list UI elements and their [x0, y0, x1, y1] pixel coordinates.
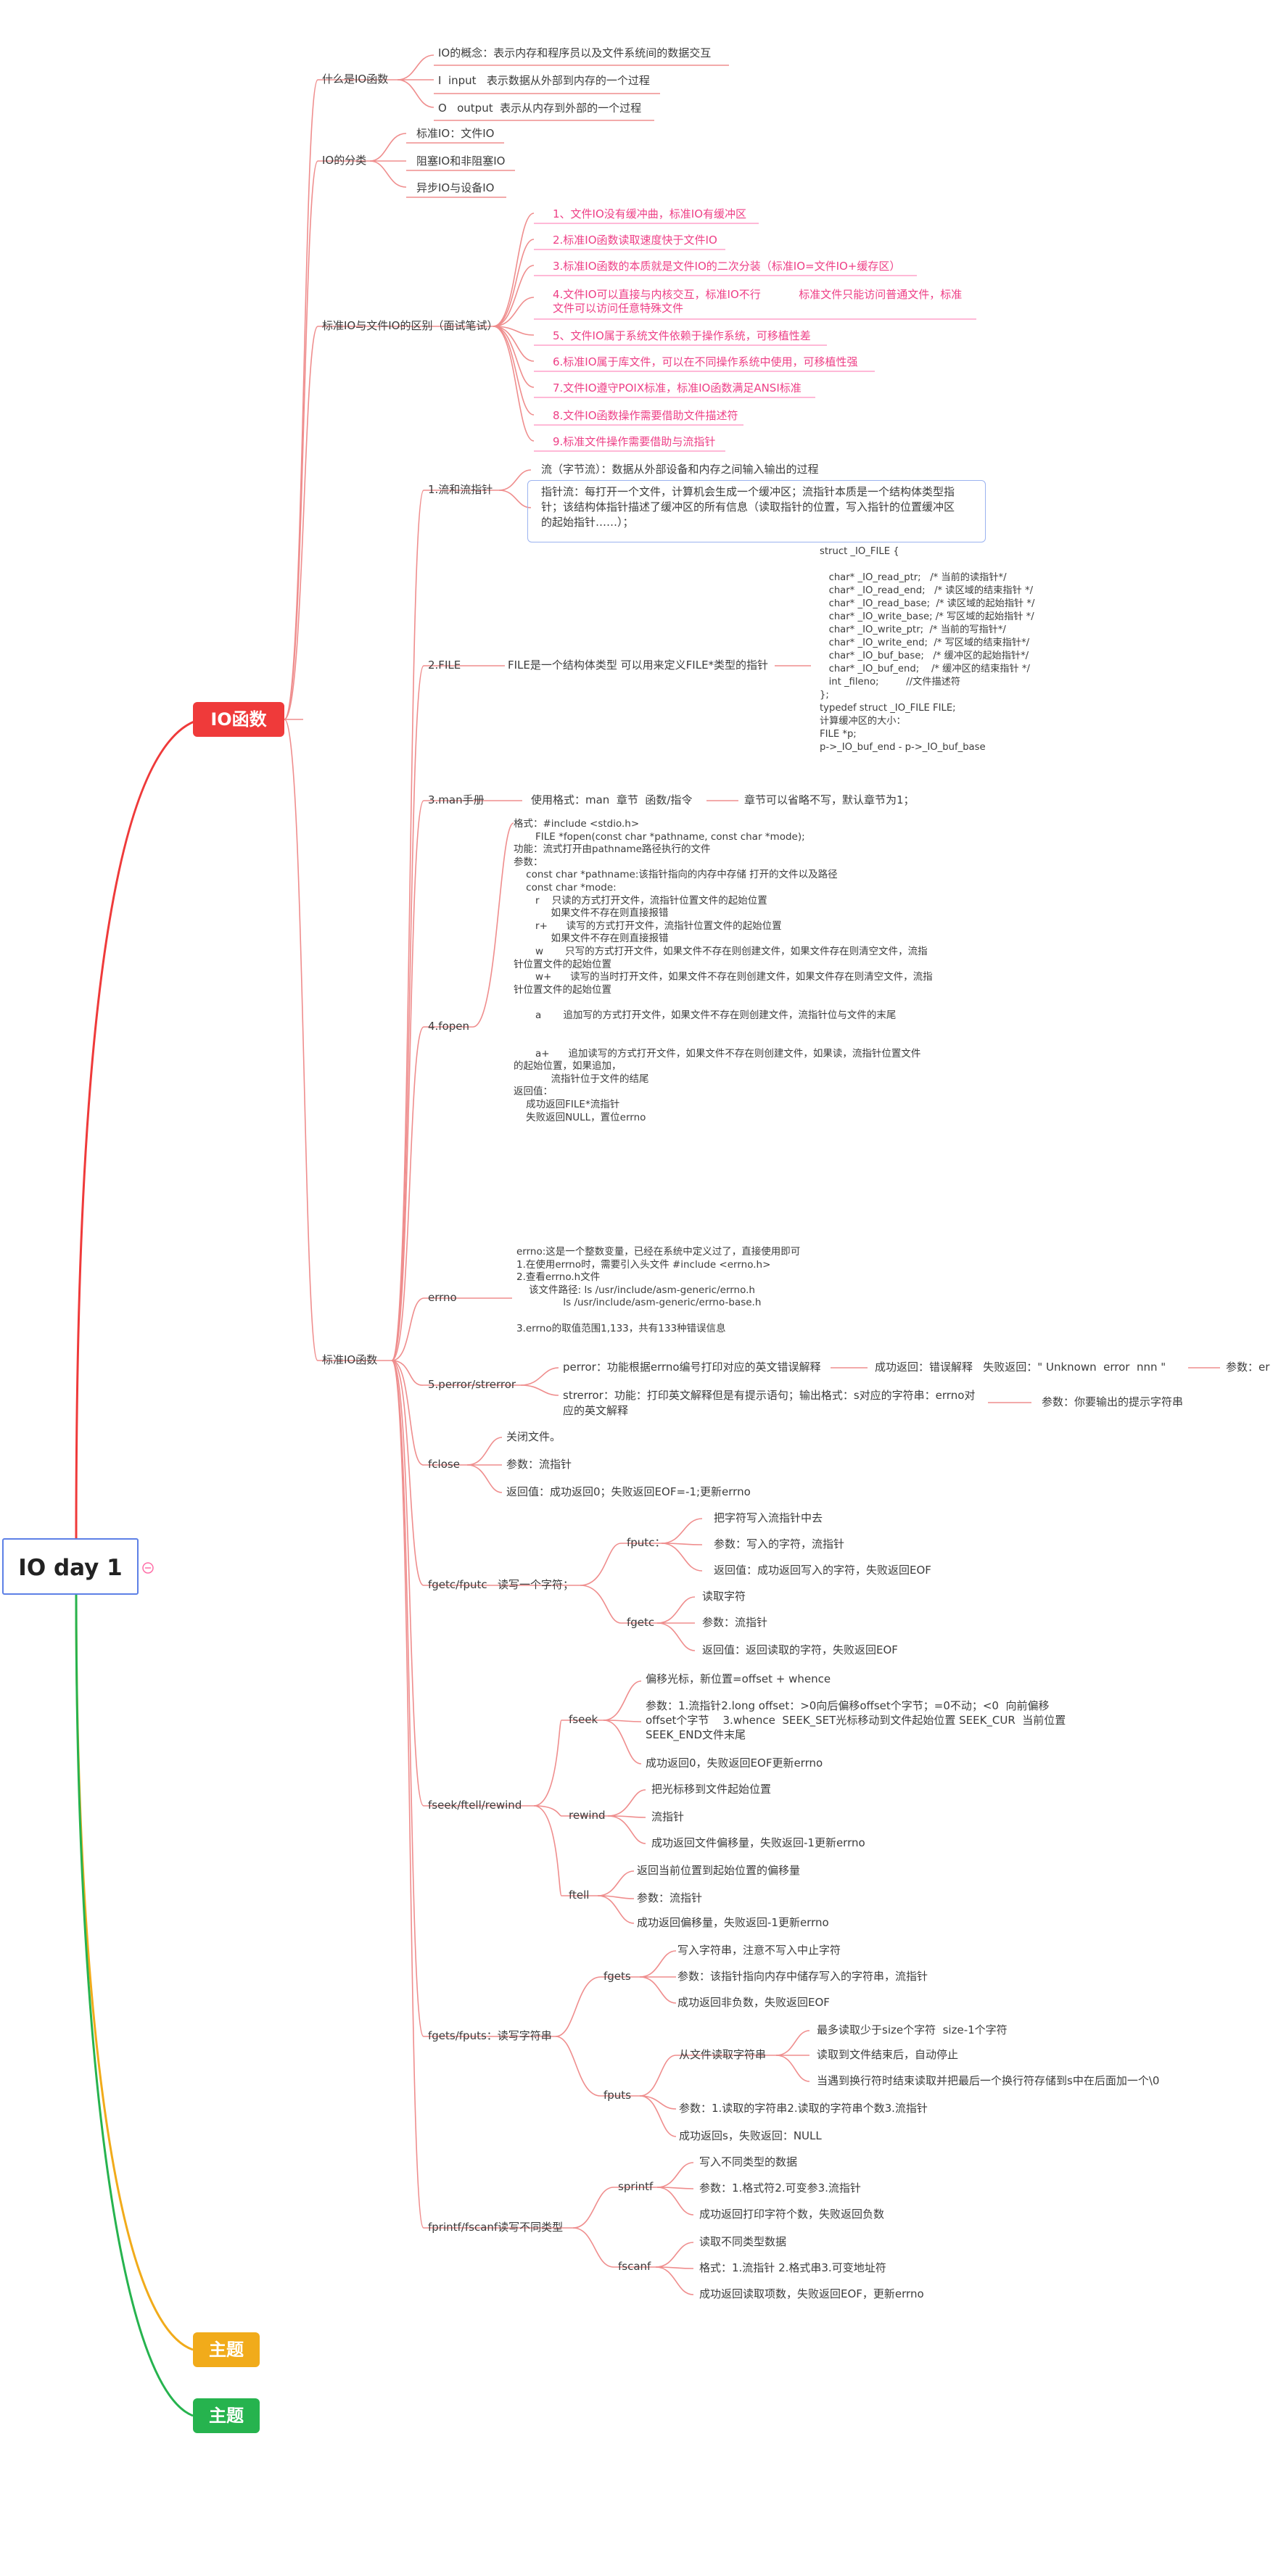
- node-fputs-read-item[interactable]: 读取到文件结束后，自动停止: [817, 2048, 959, 2061]
- node-diff-item[interactable]: 2.标准IO函数读取速度快于文件IO: [553, 234, 717, 247]
- node-fgetc-fputc[interactable]: fgetc/fputc 读写一个字符；: [428, 1578, 574, 1591]
- node-fgets-item[interactable]: 写入字符串，注意不写入中止字符: [677, 1944, 841, 1957]
- node-what-is-item[interactable]: O output 表示从内存到外部的一个过程: [438, 102, 642, 115]
- node-diff-item[interactable]: 6.标准IO属于库文件，可以在不同操作系统中使用，可移植性强: [553, 355, 858, 368]
- node-diff-item[interactable]: 4.文件IO可以直接与内核交互，标准IO不行 标准文件只能访问普通文件，标准 文…: [553, 288, 963, 315]
- node-fgets-fputs[interactable]: fgets/fputs：读写字符串: [428, 2029, 552, 2042]
- node-file-struct-code[interactable]: struct _IO_FILE { char* _IO_read_ptr; /*…: [820, 546, 1035, 753]
- node-strerror-func[interactable]: strerror：功能：打印英文解释但是有提示语句；输出格式：s对应的字符串：e…: [563, 1389, 976, 1417]
- node-fgetc-item[interactable]: 参数：流指针: [702, 1616, 768, 1629]
- node-perror-func[interactable]: perror：功能根据errno编号打印对应的英文错误解释: [563, 1361, 821, 1374]
- node-fgetc-item[interactable]: 返回值：返回读取的字符，失败返回EOF: [702, 1643, 898, 1656]
- node-perror-return[interactable]: 成功返回：错误解释 失败返回：" Unknown error nnn ": [875, 1361, 1166, 1374]
- node-io-classify[interactable]: IO的分类: [322, 154, 367, 167]
- node-strerror-param[interactable]: 参数：你要输出的提示字符串: [1042, 1395, 1184, 1408]
- selected-node-frame: [527, 480, 986, 542]
- node-what-is-item[interactable]: I input 表示数据从外部到内存的一个过程: [438, 74, 650, 87]
- node-man-usage[interactable]: 使用格式：man 章节 函数/指令: [531, 793, 693, 806]
- node-fseek-item[interactable]: 成功返回0，失败返回EOF更新errno: [646, 1756, 823, 1770]
- node-fclose-item[interactable]: 返回值：成功返回0；失败返回EOF=-1;更新errno: [506, 1485, 751, 1498]
- node-fputc-item[interactable]: 返回值：成功返回写入的字符，失败返回EOF: [714, 1564, 931, 1577]
- node-fseek-group[interactable]: fseek/ftell/rewind: [428, 1799, 522, 1812]
- node-rewind-item[interactable]: 把光标移到文件起始位置: [651, 1783, 772, 1796]
- node-classify-item[interactable]: 异步IO与设备IO: [416, 181, 495, 194]
- node-diff-item[interactable]: 3.标准IO函数的本质就是文件IO的二次分装（标准IO=文件IO+缓存区）: [553, 260, 901, 273]
- node-fgetc[interactable]: fgetc: [627, 1616, 655, 1629]
- node-fgets-item[interactable]: 参数：该指针指向内存中储存写入的字符串，流指针: [677, 1970, 928, 1983]
- topic-orange[interactable]: 主题: [193, 2332, 260, 2367]
- node-fputc-item[interactable]: 参数：写入的字符，流指针: [714, 1537, 845, 1551]
- node-fputs-item[interactable]: 参数：1.读取的字符串2.读取的字符串个数3.流指针: [679, 2102, 928, 2115]
- node-sprintf-item[interactable]: 写入不同类型的数据: [699, 2155, 798, 2168]
- node-fopen-detail[interactable]: 格式：#include <stdio.h> FILE *fopen(const …: [514, 818, 933, 1123]
- node-man[interactable]: 3.man手册: [428, 793, 485, 806]
- node-fputs-item[interactable]: 成功返回s，失败返回：NULL: [679, 2129, 822, 2142]
- node-fscanf-item[interactable]: 成功返回读取项数，失败返回EOF，更新errno: [699, 2287, 924, 2300]
- node-std-io-functions[interactable]: 标准IO函数: [322, 1353, 378, 1366]
- node-fputs-read-item[interactable]: 当遇到换行符时结束读取并把最后一个换行符存储到s中在后面加一个\0: [817, 2074, 1160, 2087]
- node-rewind-item[interactable]: 成功返回文件偏移量，失败返回-1更新errno: [651, 1836, 865, 1849]
- node-stream-item[interactable]: 指针流：每打开一个文件，计算机会生成一个缓冲区；流指针本质是一个结构体类型指 针…: [541, 485, 955, 529]
- node-diff-item[interactable]: 7.文件IO遵守POIX标准，标准IO函数满足ANSI标准: [553, 381, 802, 395]
- node-ftell-item[interactable]: 成功返回偏移量，失败返回-1更新errno: [637, 1916, 829, 1929]
- node-classify-item[interactable]: 标准IO：文件IO: [416, 127, 495, 140]
- node-fgetc-item[interactable]: 读取字符: [702, 1590, 746, 1603]
- node-classify-item[interactable]: 阻塞IO和非阻塞IO: [416, 154, 506, 168]
- node-fgets[interactable]: fgets: [603, 1970, 631, 1983]
- node-fprintf-fscanf[interactable]: fprintf/fscanf读写不同类型: [428, 2221, 564, 2234]
- topic-io-functions[interactable]: IO函数: [193, 702, 284, 737]
- node-fputc-item[interactable]: 把字符写入流指针中去: [714, 1511, 823, 1524]
- node-fscanf-item[interactable]: 格式：1.流指针 2.格式串3.可变地址符: [699, 2261, 886, 2274]
- node-fputs-read[interactable]: 从文件读取字符串: [679, 2048, 767, 2061]
- node-sprintf[interactable]: sprintf: [618, 2180, 654, 2193]
- node-perror[interactable]: 5.perror/strerror: [428, 1378, 516, 1391]
- node-diff-item[interactable]: 5、文件IO属于系统文件依赖于操作系统，可移植性差: [553, 329, 811, 342]
- node-diff-item[interactable]: 8.文件IO函数操作需要借助文件描述符: [553, 409, 738, 422]
- node-fputc[interactable]: fputc：: [627, 1536, 666, 1549]
- node-errno[interactable]: errno: [428, 1291, 457, 1304]
- node-stream[interactable]: 1.流和流指针: [428, 483, 493, 496]
- node-fputs[interactable]: fputs: [603, 2089, 632, 2102]
- node-fputs-read-item[interactable]: 最多读取少于size个字符 size-1个字符: [817, 2023, 1008, 2036]
- node-sprintf-item[interactable]: 成功返回打印字符个数，失败返回负数: [699, 2208, 885, 2221]
- node-fscanf[interactable]: fscanf: [618, 2260, 651, 2273]
- node-sprintf-item[interactable]: 参数：1.格式符2.可变参3.流指针: [699, 2181, 861, 2195]
- node-man-note[interactable]: 章节可以省略不写，默认章节为1；: [744, 793, 915, 806]
- node-fclose-item[interactable]: 关闭文件。: [506, 1430, 561, 1443]
- branch-topic-green: [75, 1593, 194, 2417]
- node-fgets-item[interactable]: 成功返回非负数，失败返回EOF: [677, 1996, 830, 2009]
- node-std-vs-file-io[interactable]: 标准IO与文件IO的区别（面试笔试）: [322, 319, 498, 332]
- node-fscanf-item[interactable]: 读取不同类型数据: [699, 2235, 787, 2248]
- node-errno-detail[interactable]: errno:这是一个整数变量，已经在系统中定义过了，直接使用即可 1.在使用er…: [516, 1246, 801, 1334]
- node-file-desc[interactable]: FILE是一个结构体类型 可以用来定义FILE*类型的指针: [508, 659, 769, 672]
- branch-topic-orange: [75, 1593, 194, 2351]
- node-what-is-item[interactable]: IO的概念：表示内存和程序员以及文件系统间的数据交互: [438, 46, 712, 59]
- node-fclose[interactable]: fclose: [428, 1458, 460, 1471]
- node-fclose-item[interactable]: 参数：流指针: [506, 1458, 572, 1471]
- node-fopen[interactable]: 4.fopen: [428, 1020, 470, 1033]
- node-perror-param[interactable]: 参数：er: [1226, 1361, 1270, 1374]
- node-diff-item[interactable]: 9.标准文件操作需要借助与流指针: [553, 435, 716, 448]
- node-fseek[interactable]: fseek: [569, 1713, 598, 1726]
- topic-green[interactable]: 主题: [193, 2398, 260, 2433]
- node-stream-item[interactable]: 流（字节流）：数据从外部设备和内存之间输入输出的过程: [541, 463, 819, 476]
- node-ftell-item[interactable]: 参数：流指针: [637, 1891, 703, 1904]
- root-node[interactable]: IO day 1: [2, 1538, 139, 1595]
- node-fseek-item[interactable]: 参数：1.流指针2.long offset：>0向后偏移offset个字节；=0…: [646, 1699, 1066, 1741]
- node-what-is-io[interactable]: 什么是IO函数: [322, 73, 389, 86]
- node-file[interactable]: 2.FILE: [428, 659, 461, 672]
- node-rewind-item[interactable]: 流指针: [651, 1810, 685, 1823]
- node-diff-item[interactable]: 1、文件IO没有缓冲曲，标准IO有缓冲区: [553, 207, 747, 220]
- node-fseek-item[interactable]: 偏移光标，新位置=offset + whence: [646, 1672, 831, 1685]
- node-ftell[interactable]: ftell: [569, 1888, 590, 1902]
- node-rewind[interactable]: rewind: [569, 1809, 606, 1822]
- branch-io-functions: [75, 719, 197, 1541]
- node-ftell-item[interactable]: 返回当前位置到起始位置的偏移量: [637, 1864, 801, 1877]
